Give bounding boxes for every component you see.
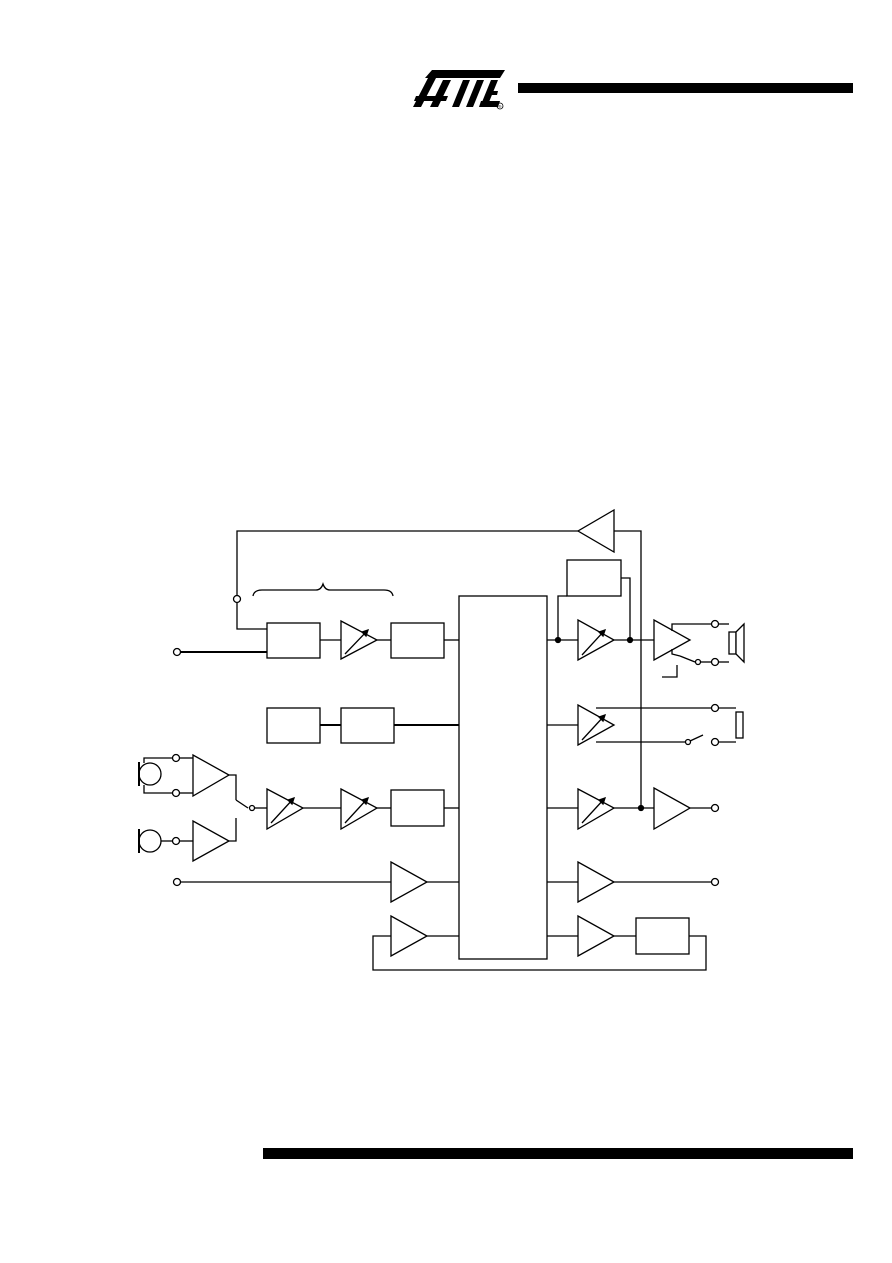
speaker-terminal-a: [710, 619, 720, 629]
arrow-head: [360, 796, 370, 806]
row3-variable-amp-a: [266, 787, 305, 831]
wire: [557, 595, 567, 640]
wire: [671, 623, 711, 631]
loopback-wire: [372, 935, 707, 971]
arrow-head: [597, 713, 607, 723]
out3-variable-amp: [577, 787, 616, 831]
mic1-wire-top: [143, 757, 172, 763]
arrow-head: [286, 796, 296, 806]
mic1-terminal-b: [171, 788, 181, 798]
mic1-preamp: [192, 753, 231, 798]
row3-block: [390, 789, 445, 827]
atmel-logo: ®: [413, 70, 505, 110]
row1-block-b: [390, 622, 445, 659]
feedback-wire-top: [236, 530, 578, 596]
input-terminal-4: [172, 877, 182, 887]
row5-amp: [390, 914, 429, 958]
switch-wire-bottom: [229, 818, 237, 842]
central-block: [458, 595, 548, 960]
out2-variable-amp: [577, 703, 616, 747]
earpiece-terminal-b: [710, 737, 720, 747]
mic2-preamp: [192, 819, 231, 863]
arrow-head: [597, 796, 607, 806]
block-diagram: [138, 508, 745, 971]
feedback-amplifier: [576, 508, 615, 554]
speaker-switch: [679, 655, 696, 663]
brace: [252, 581, 394, 597]
out5-amp: [577, 914, 616, 958]
mic1-wire-bottom: [143, 785, 172, 794]
feedback-wire-down: [236, 603, 267, 630]
switch-wire-top: [229, 774, 237, 800]
switch-contact: [694, 658, 702, 666]
loudspeaker-icon: [728, 622, 745, 664]
switch-contact: [684, 738, 692, 746]
output-terminal-4: [710, 877, 720, 887]
row2-block-a: [266, 707, 321, 744]
arrow-head: [597, 628, 607, 638]
mic2-terminal: [171, 836, 181, 846]
row2-block-b: [340, 707, 395, 744]
feedback-wire-right: [614, 530, 642, 808]
output-feedback-block: [566, 559, 622, 597]
junction-dot: [637, 804, 645, 812]
wire: [621, 577, 631, 640]
microphone-1-icon: [138, 762, 162, 786]
control-step-icon: [662, 665, 678, 678]
row3-variable-amp-b: [340, 787, 379, 831]
junction-dot: [626, 636, 634, 644]
input-terminal-1: [172, 647, 182, 657]
mic1-terminal-a: [171, 753, 181, 763]
out3-amp: [653, 786, 692, 831]
row1-block-a: [266, 622, 321, 659]
feedback-terminal: [232, 594, 242, 604]
row4-amp: [390, 860, 429, 904]
out5-block: [635, 917, 690, 955]
wire: [671, 649, 681, 657]
earpiece-icon: [735, 711, 744, 739]
footer-rule: [263, 1148, 853, 1159]
earpiece-terminal-a: [710, 703, 720, 713]
switch-contact: [248, 804, 256, 812]
registered-mark: ®: [499, 104, 502, 109]
out4-amp: [577, 860, 616, 904]
arrow-head: [360, 628, 370, 638]
microphone-2-icon: [138, 829, 162, 853]
mic-select-switch: [235, 799, 249, 809]
earpiece-switch: [689, 734, 704, 742]
speaker-terminal-b: [710, 657, 720, 667]
output-terminal-3: [710, 803, 720, 813]
header-rule: [518, 83, 853, 93]
row1-variable-amp: [340, 619, 379, 661]
out1-variable-amp: [577, 618, 616, 662]
